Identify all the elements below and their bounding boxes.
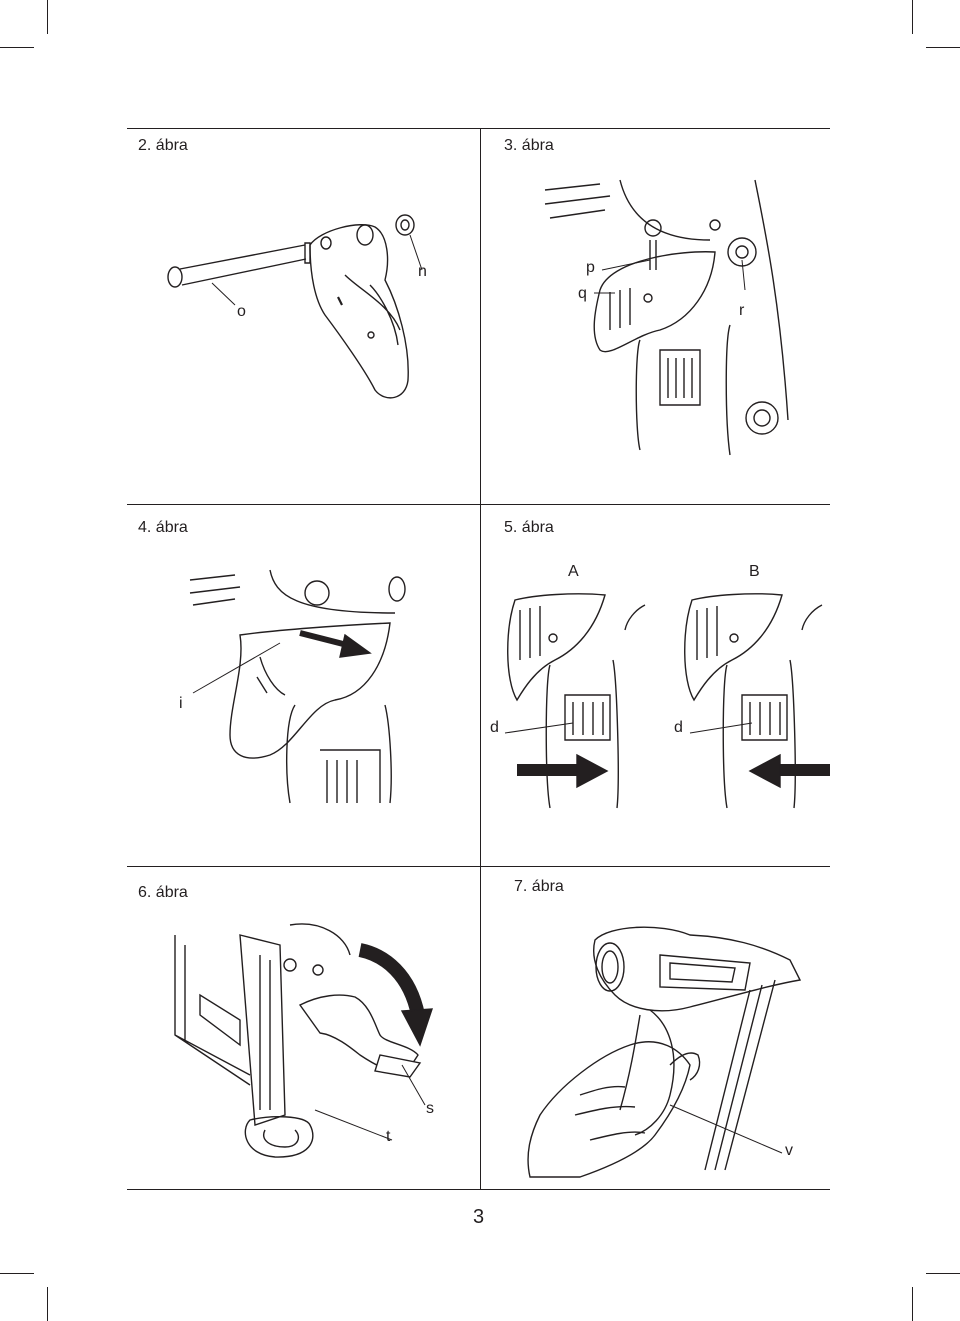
callout-label: t bbox=[386, 1128, 391, 1145]
figure-caption: 6. ábra bbox=[138, 884, 188, 901]
figure-5a-illustration bbox=[495, 590, 655, 810]
crop-mark bbox=[912, 0, 913, 34]
figure-caption: 3. ábra bbox=[504, 137, 554, 154]
figure-caption: 4. ábra bbox=[138, 519, 188, 536]
figure-caption: 5. ábra bbox=[504, 519, 554, 536]
callout-label: i bbox=[179, 695, 183, 712]
page-number: 3 bbox=[473, 1206, 485, 1228]
callout-label: v bbox=[785, 1142, 793, 1159]
figure-5b-illustration bbox=[672, 590, 832, 810]
panel-label: B bbox=[749, 563, 760, 580]
figure-caption: 7. ábra bbox=[514, 878, 564, 895]
top-rule bbox=[127, 128, 830, 129]
callout-label: s bbox=[426, 1100, 434, 1117]
figure-3-illustration bbox=[540, 180, 810, 460]
callout-label: n bbox=[418, 263, 427, 280]
figure-caption: 2. ábra bbox=[138, 137, 188, 154]
figure-4-illustration bbox=[185, 565, 410, 805]
column-divider bbox=[480, 128, 481, 1190]
crop-mark bbox=[0, 47, 34, 48]
panel-label: A bbox=[568, 563, 579, 580]
crop-mark bbox=[912, 1287, 913, 1321]
callout-label: d bbox=[490, 719, 499, 736]
crop-mark bbox=[0, 1273, 34, 1274]
bottom-rule bbox=[127, 1189, 830, 1190]
figure-7-illustration bbox=[520, 915, 815, 1180]
crop-mark bbox=[926, 1273, 960, 1274]
grid-rule bbox=[127, 504, 830, 505]
crop-mark bbox=[926, 47, 960, 48]
crop-mark bbox=[47, 1287, 48, 1321]
callout-label: o bbox=[237, 303, 246, 320]
callout-label: d bbox=[674, 719, 683, 736]
figure-6-illustration bbox=[170, 915, 440, 1165]
callout-label: q bbox=[578, 285, 587, 302]
callout-label: p bbox=[586, 259, 595, 276]
grid-rule bbox=[127, 866, 830, 867]
figure-2-illustration bbox=[160, 205, 440, 410]
crop-mark bbox=[47, 0, 48, 34]
callout-label: r bbox=[739, 302, 745, 319]
